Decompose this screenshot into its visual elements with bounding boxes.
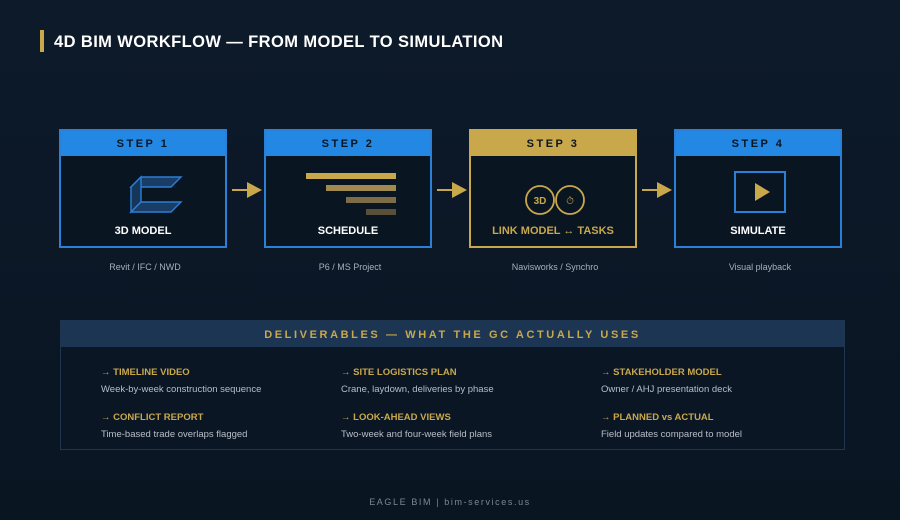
deliverable-item: → LOOK-AHEAD VIEWS Two-week and four-wee… (341, 412, 581, 440)
deliverable-title: → SITE LOGISTICS PLAN (341, 367, 457, 378)
badge-3d-text: 3D (534, 196, 547, 207)
deliverable-title: → CONFLICT REPORT (101, 412, 204, 423)
deliverable-item: → TIMELINE VIDEO Week-by-week constructi… (101, 367, 341, 395)
gantt-bars-icon (306, 173, 396, 215)
step-label: SCHEDULE (317, 225, 379, 237)
deliverable-item: → PLANNED vs ACTUAL Field updates compar… (601, 412, 841, 440)
step-card-1: STEP 1 3D MODEL (59, 129, 227, 248)
step-card-2: STEP 2 SCHEDULE (264, 129, 432, 248)
deliverable-title: → STAKEHOLDER MODEL (601, 367, 722, 378)
deliverable-desc: Owner / AHJ presentation deck (601, 384, 732, 395)
3d-bracket-icon (129, 175, 183, 214)
deliverable-item: → SITE LOGISTICS PLAN Crane, laydown, de… (341, 367, 581, 395)
deliverable-item: → CONFLICT REPORT Time-based trade overl… (101, 412, 341, 440)
step-header: STEP 4 (676, 131, 840, 156)
deliverable-title: → PLANNED vs ACTUAL (601, 412, 714, 423)
deliverable-desc: Field updates compared to model (601, 429, 742, 440)
clock-icon: ⏱ (566, 196, 574, 207)
step-label: 3D MODEL (114, 225, 172, 237)
step-3-software: Navisworks / Synchro (511, 262, 599, 272)
flow-arrow-icon (232, 182, 262, 198)
step-card-4: STEP 4 SIMULATE (674, 129, 842, 248)
deliverables-title: DELIVERABLES — WHAT THE GC ACTUALLY USES (61, 321, 844, 347)
deliverable-desc: Week-by-week construction sequence (101, 384, 262, 395)
deliverables-panel: DELIVERABLES — WHAT THE GC ACTUALLY USES… (60, 320, 845, 450)
flow-arrow-icon (437, 182, 467, 198)
deliverable-title: → LOOK-AHEAD VIEWS (341, 412, 451, 423)
step-1-software: Revit / IFC / NWD (109, 262, 181, 272)
step-card-3: STEP 3 3D ⏱ LINK MODEL ↔ TASKS (469, 129, 637, 248)
footer-credit: EAGLE BIM | bim-services.us (369, 497, 531, 507)
step-4-software: Visual playback (728, 262, 792, 272)
step-header: STEP 2 (266, 131, 430, 156)
play-icon (734, 171, 786, 213)
flow-arrow-icon (642, 182, 672, 198)
deliverable-desc: Time-based trade overlaps flagged (101, 429, 248, 440)
step-header: STEP 3 (471, 131, 635, 156)
step-2-software: P6 / MS Project (318, 262, 382, 272)
deliverable-desc: Two-week and four-week field plans (341, 429, 493, 440)
step-label: LINK MODEL ↔ TASKS (492, 225, 614, 237)
page-title: 4D BIM WORKFLOW — FROM MODEL TO SIMULATI… (54, 33, 504, 51)
deliverable-item: → STAKEHOLDER MODEL Owner / AHJ presenta… (601, 367, 841, 395)
title-accent-bar (40, 30, 44, 52)
deliverable-title: → TIMELINE VIDEO (101, 367, 190, 378)
link-3d-clock-icon: 3D ⏱ (525, 185, 585, 215)
step-header: STEP 1 (61, 131, 225, 156)
step-label: SIMULATE (730, 225, 786, 237)
deliverable-desc: Crane, laydown, deliveries by phase (341, 384, 494, 395)
